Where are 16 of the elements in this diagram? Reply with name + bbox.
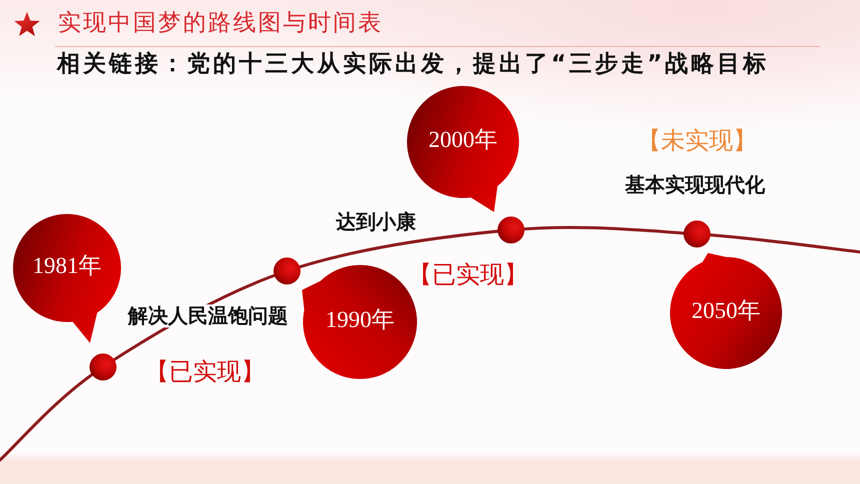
year-label: 2050年 [692, 298, 760, 324]
milestone-text: 达到小康 [336, 212, 416, 232]
status-label: 【未实现】 [637, 128, 757, 154]
status-label: 【已实现】 [145, 359, 265, 385]
speech-bubble [407, 86, 519, 212]
year-label: 1981年 [32, 254, 102, 278]
year-label: 1990年 [326, 308, 394, 332]
milestone-text: 解决人民温饱问题 [126, 304, 290, 328]
slide-title: 实现中国梦的路线图与时间表 [58, 11, 383, 36]
year-label: 2000年 [428, 128, 498, 152]
speech-bubble [302, 265, 417, 379]
status-label: 【已实现】 [408, 262, 528, 288]
speech-bubble [670, 253, 782, 369]
milestone-text: 基本实现现代化 [625, 174, 765, 196]
subtitle: 相关链接：党的十三大从实际出发，提出了“三步走”战略目标 [57, 52, 770, 76]
speech-bubble [13, 214, 121, 343]
